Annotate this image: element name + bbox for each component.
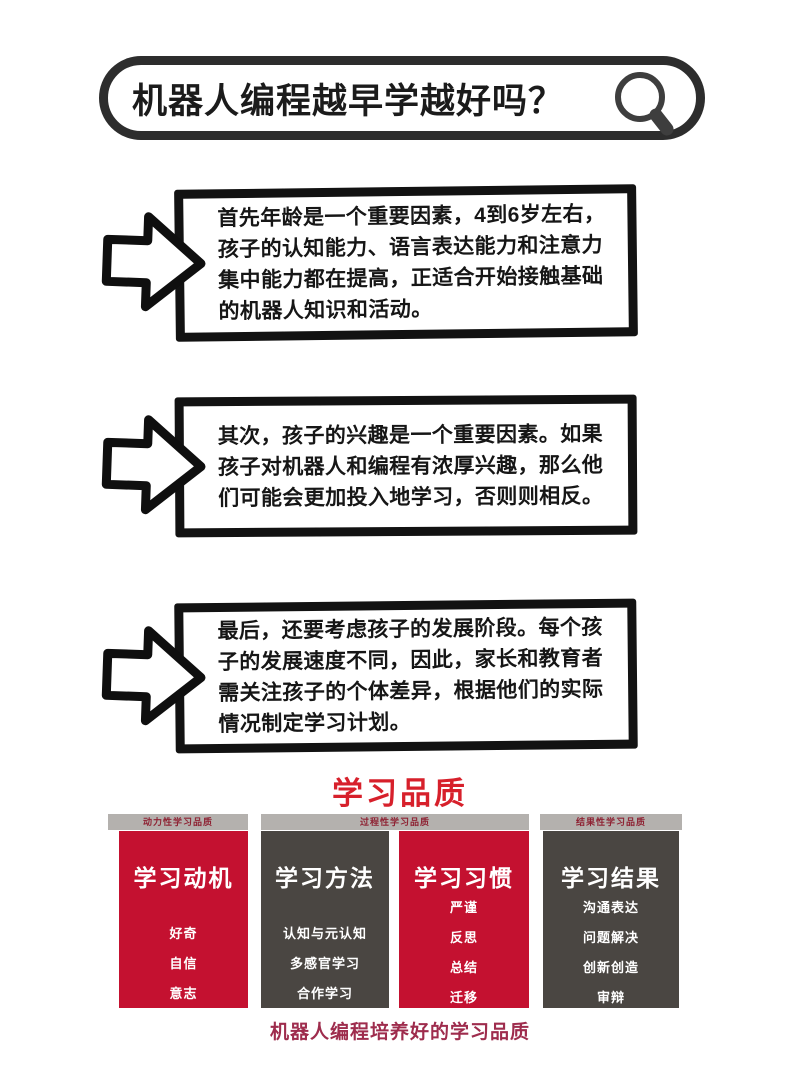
group-header: 过程性学习品质 — [261, 814, 529, 830]
point-box-development: 最后，还要考虑孩子的发展阶段。每个孩子的发展速度不同，因此，家长和教育者需关注孩… — [174, 598, 638, 754]
column-item: 总结 — [449, 960, 478, 975]
column-item: 认知与元认知 — [282, 926, 367, 941]
group-header: 结果性学习品质 — [540, 814, 682, 830]
column-item: 自信 — [169, 956, 198, 971]
point-text: 最后，还要考虑孩子的发展阶段。每个孩子的发展速度不同，因此，家长和教育者需关注孩… — [217, 615, 604, 736]
group-header: 动力性学习品质 — [108, 814, 248, 830]
chart-caption: 机器人编程培养好的学习品质 — [269, 1022, 530, 1043]
column-title: 学习习惯 — [414, 865, 514, 891]
arrow-right-icon — [101, 626, 206, 726]
arrow-right-icon — [101, 212, 206, 312]
column-item: 审辩 — [596, 990, 625, 1005]
title-banner: 机器人编程越早学越好吗？ — [99, 56, 705, 140]
column-learning-motivation: 学习动机 好奇 自信 意志 — [119, 831, 248, 1008]
column-learning-results: 学习结果 沟通表达 问题解决 创新创造 审辩 — [543, 831, 679, 1008]
column-item: 好奇 — [169, 926, 198, 941]
magnifier-icon — [615, 72, 674, 136]
column-item: 问题解决 — [582, 930, 639, 945]
group-process: 过程性学习品质 学习方法 认知与元认知 多感官学习 合作学习 学习习惯 严谨 反… — [261, 814, 529, 1008]
column-item: 意志 — [169, 986, 198, 1001]
chart-title: 学习品质 — [332, 776, 468, 811]
column-item: 反思 — [449, 930, 478, 945]
learning-qualities-diagram: 动力性学习品质 学习动机 好奇 自信 意志 过程性学习品质 学习方法 — [108, 814, 682, 1008]
column-item: 合作学习 — [296, 986, 353, 1001]
column-item: 多感官学习 — [289, 956, 360, 971]
column-item: 沟通表达 — [582, 900, 639, 915]
group-motivational: 动力性学习品质 学习动机 好奇 自信 意志 — [108, 814, 248, 1008]
point-text: 首先年龄是一个重要因素，4到6岁左右，孩子的认知能力、语言表达能力和注意力集中能… — [217, 202, 606, 324]
column-title: 学习方法 — [275, 865, 375, 891]
column-title: 学习动机 — [133, 865, 234, 891]
group-outcome: 结果性学习品质 学习结果 沟通表达 问题解决 创新创造 审辩 — [540, 814, 682, 1008]
point-box-age: 首先年龄是一个重要因素，4到6岁左右，孩子的认知能力、语言表达能力和注意力集中能… — [174, 184, 638, 342]
column-learning-methods: 学习方法 认知与元认知 多感官学习 合作学习 — [261, 831, 389, 1008]
point-text: 其次，孩子的兴趣是一个重要因素。如果孩子对机器人和编程有浓厚兴趣，那么他们可能会… — [217, 422, 604, 510]
column-item: 严谨 — [449, 900, 478, 915]
column-learning-habits: 学习习惯 严谨 反思 总结 迁移 — [399, 831, 529, 1008]
column-title: 学习结果 — [561, 865, 661, 891]
point-box-interest: 其次，孩子的兴趣是一个重要因素。如果孩子对机器人和编程有浓厚兴趣，那么他们可能会… — [174, 394, 638, 538]
arrow-right-icon — [101, 415, 206, 515]
column-item: 迁移 — [449, 990, 478, 1005]
page-title: 机器人编程越早学越好吗？ — [132, 81, 565, 121]
column-item: 创新创造 — [582, 960, 639, 975]
